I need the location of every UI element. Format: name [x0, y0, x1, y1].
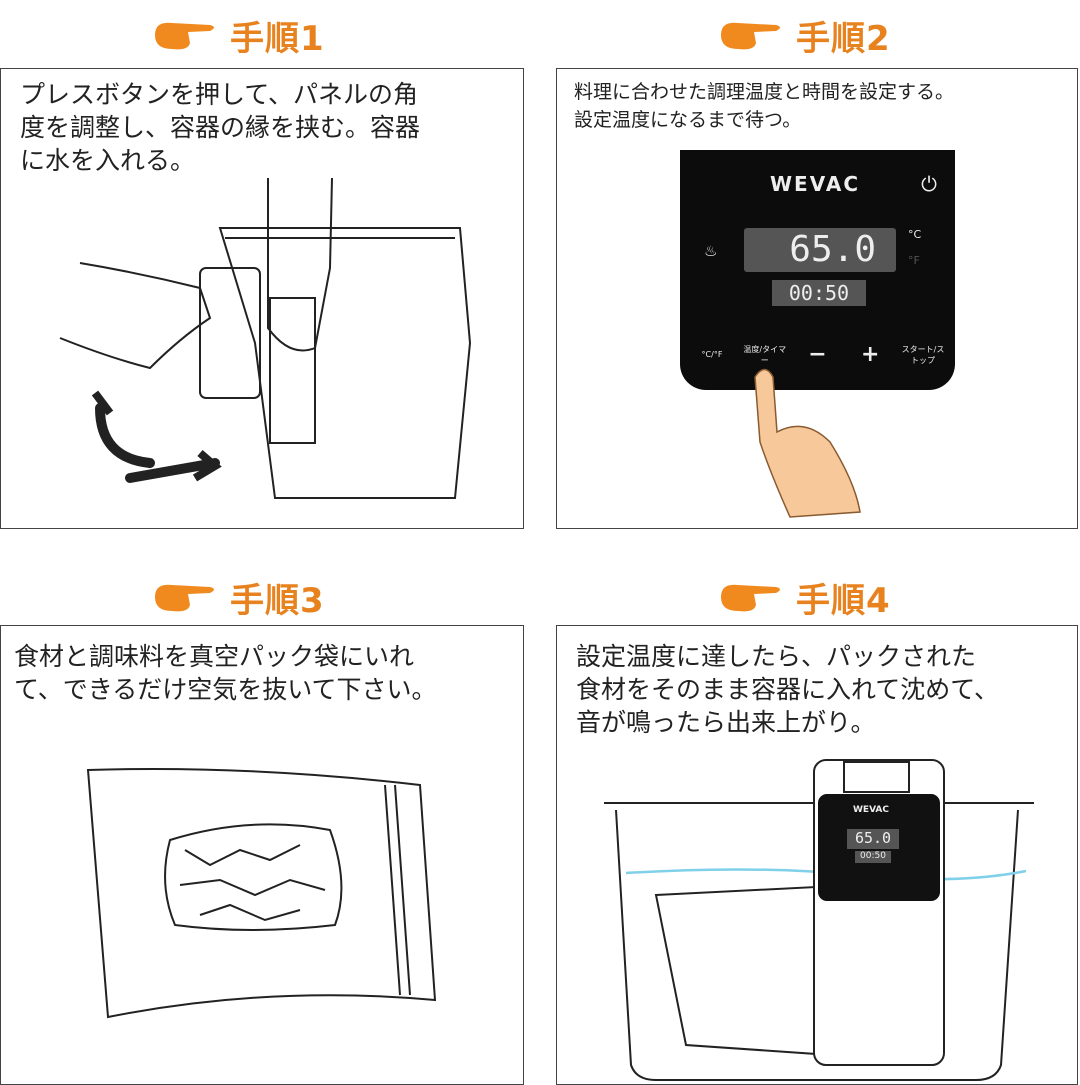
temperature-display: 65.0: [847, 829, 899, 849]
step-1-panel: [0, 68, 524, 529]
step-4-title: 手順4: [796, 580, 891, 621]
unit-toggle-button[interactable]: °C/°F: [701, 350, 723, 359]
fahrenheit-indicator: °F: [908, 254, 920, 267]
step-3-title: 手順3: [230, 580, 325, 621]
start-stop-button[interactable]: スタート/ストップ: [901, 344, 945, 365]
minus-button[interactable]: −: [808, 342, 827, 367]
brand-logo: WEVAC: [853, 805, 889, 815]
time-display: 00:50: [855, 851, 891, 863]
step-1-text: プレスボタンを押して、パネルの角 度を調整し、容器の縁を挟む。容器 に水を入れる…: [20, 80, 421, 175]
pointing-hand-icon: [721, 584, 780, 612]
plus-button[interactable]: +: [861, 342, 880, 367]
heat-icon: ♨: [704, 242, 718, 260]
step-3-header: 手順3: [150, 572, 325, 622]
step-1-header: 手順1: [150, 10, 325, 60]
water-bath-illustration: [604, 759, 1034, 1081]
step-1-title: 手順1: [230, 18, 325, 59]
pointing-hand-icon: [155, 22, 214, 50]
temp-timer-button[interactable]: 温度/タイマー: [743, 344, 787, 365]
brand-logo: WEVAC: [770, 172, 860, 196]
temperature-display: 65.0: [744, 228, 896, 272]
finger-press-illustration: [754, 368, 861, 518]
controller-small: WEVAC 65.0 00:50: [819, 795, 939, 900]
pointing-hand-icon: [155, 584, 214, 612]
vacuum-bag-illustration: [86, 768, 437, 1019]
step-4-text: 設定温度に達したら、パックされた 食材をそのまま容器に入れて沈めて、 音が鳴った…: [576, 642, 1000, 737]
step-4-header: 手順4: [716, 572, 891, 622]
controller-panel: WEVAC ⏻ ♨ 65.0 °C °F 00:50 °C/°F 温度/タイマー…: [680, 150, 955, 390]
power-icon[interactable]: ⏻: [921, 172, 937, 196]
time-display: 00:50: [772, 280, 866, 306]
pointing-hand-icon: [721, 22, 780, 50]
step-2-title: 手順2: [796, 18, 891, 59]
step-2-header: 手順2: [716, 10, 891, 60]
step-3-text: 食材と調味料を真空パック袋にいれ て、できるだけ空気を抜いて下さい。: [14, 642, 437, 704]
step-2-text: 料理に合わせた調理温度と時間を設定する。 設定温度になるまで待つ。: [574, 81, 955, 131]
celsius-indicator: °C: [908, 228, 922, 241]
container-clip-illustration: [59, 177, 472, 499]
